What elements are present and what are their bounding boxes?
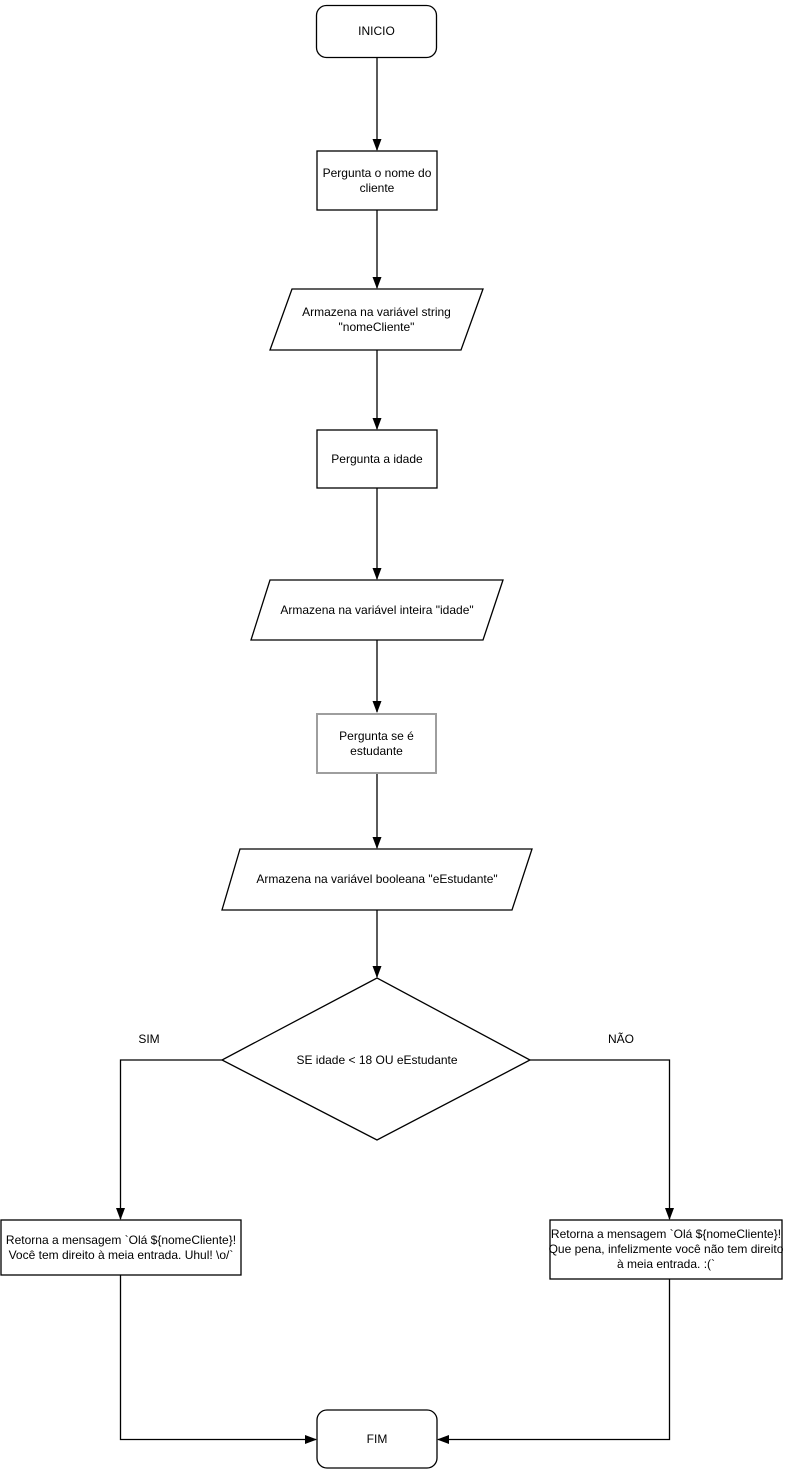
node-end-terminator — [316, 1409, 438, 1469]
connector-decision-no-to-result-no — [530, 1059, 674, 1220]
node-result-no-process — [549, 1219, 783, 1280]
node-ask-name-process — [316, 150, 438, 211]
branch-yes-label: SIM — [138, 1032, 160, 1046]
node-decision-diamond — [220, 977, 532, 1141]
node-store-name-data — [269, 288, 484, 351]
node-ask-student-process — [316, 713, 437, 774]
connector-result-yes-to-end — [119, 1275, 317, 1444]
node-store-age-data — [250, 579, 504, 641]
node-result-yes-process — [0, 1219, 242, 1276]
node-start-terminator — [315, 4, 438, 59]
node-ask-age-process — [316, 429, 438, 489]
node-store-student-data — [221, 848, 533, 911]
branch-no-label: NÃO — [607, 1032, 634, 1046]
connector-decision-yes-to-result-yes — [116, 1059, 222, 1220]
connector-result-no-to-end — [437, 1279, 671, 1444]
